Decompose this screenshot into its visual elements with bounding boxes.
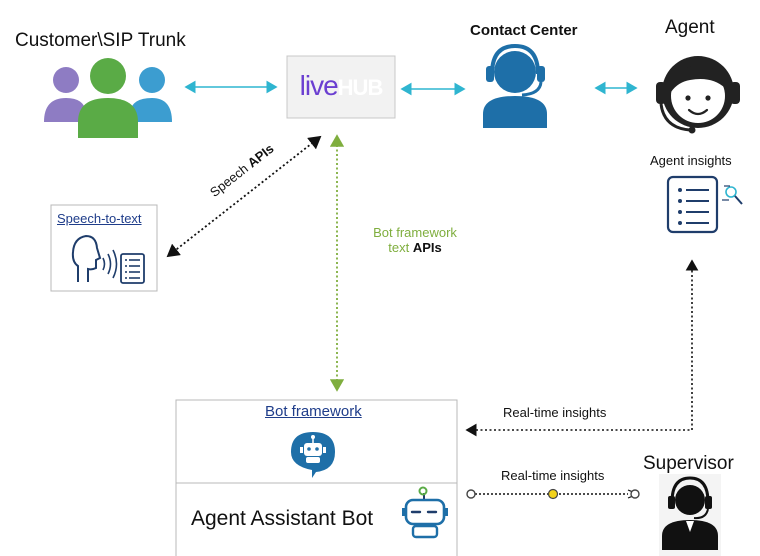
livehub-logo-part2: HUB: [337, 75, 384, 100]
customer-group-icon: [44, 58, 172, 138]
agent-insights-label: Agent insights: [650, 153, 732, 168]
agent-assistant-bot-box: [175, 482, 458, 556]
supervisor-label: Supervisor: [643, 453, 734, 474]
arrow-speech-apis: [166, 135, 322, 258]
agent-headset-icon: [656, 56, 740, 134]
contact-center-headset-icon: [483, 43, 547, 128]
speaking-head-icon: [71, 234, 118, 282]
contact-center-label: Contact Center: [470, 22, 578, 39]
transcript-document-icon: [120, 253, 145, 284]
magnifier-icon: [722, 185, 743, 205]
livehub-logo: liveHUB: [289, 70, 393, 102]
speech-to-text-box: [50, 204, 158, 292]
robot-icon: [402, 486, 448, 539]
bot-framework-icon: [291, 432, 335, 478]
bot-text-line2: text APIs: [360, 240, 470, 255]
bot-text-line1: Bot framework: [373, 225, 457, 240]
agent-label: Agent: [665, 17, 715, 38]
speech-to-text-label: Speech-to-text: [57, 211, 142, 226]
livehub-box: [286, 55, 396, 119]
agent-assistant-bot-label: Agent Assistant Bot: [191, 507, 374, 530]
agent-insights-checklist-icon: [666, 175, 719, 234]
customer-label: Customer\SIP Trunk: [15, 30, 186, 51]
livehub-logo-part1: live: [299, 70, 339, 101]
bot-text-text: text: [388, 240, 413, 255]
bot-framework-text-apis-label: Bot framework text APIs: [360, 225, 470, 255]
realtime-insights-label-top: Real-time insights: [503, 405, 607, 420]
bot-framework-label: Bot framework: [265, 403, 362, 420]
realtime-insights-label-bottom: Real-time insights: [501, 468, 605, 483]
arrow-realtime-insights-supervisor: [466, 488, 640, 500]
bot-text-apis: APIs: [412, 240, 442, 255]
supervisor-icon: [659, 474, 721, 556]
arrow-realtime-insights-agent: [465, 259, 699, 437]
